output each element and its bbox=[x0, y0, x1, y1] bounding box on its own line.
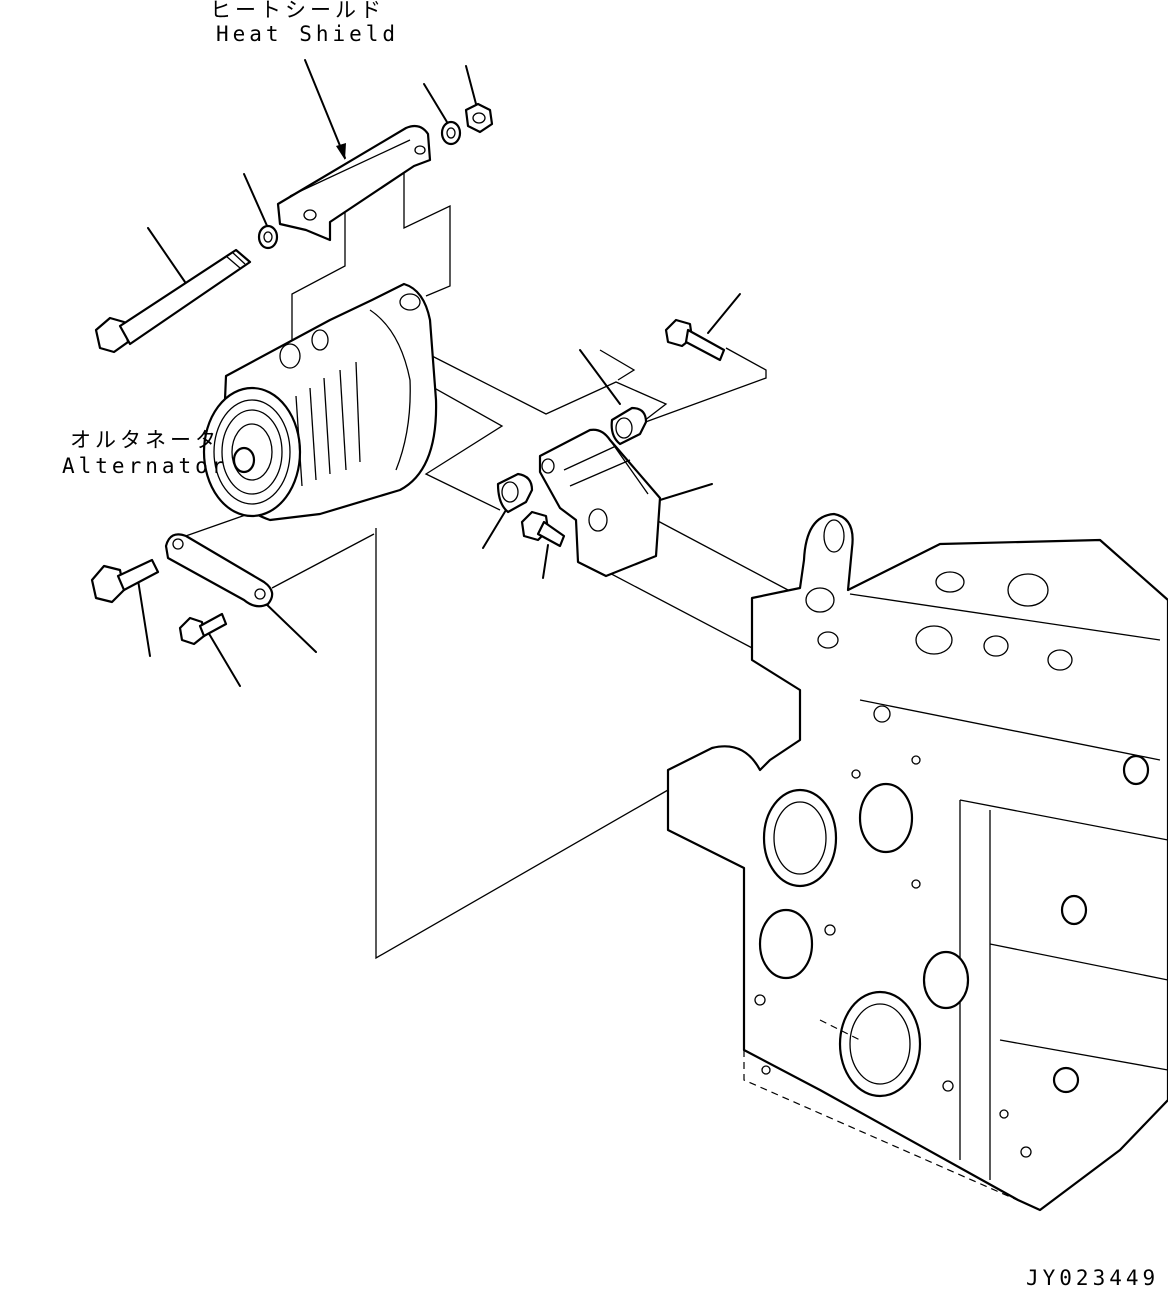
bolt-right-leader bbox=[707, 293, 741, 334]
heat-shield-leader bbox=[304, 59, 346, 159]
bolt-lower-part bbox=[90, 558, 160, 604]
alternator-part bbox=[202, 282, 438, 522]
spacer-lower-part bbox=[496, 472, 534, 514]
heat-shield-label-jp: ヒートシールド bbox=[210, 0, 385, 22]
bolt-right-part bbox=[664, 318, 726, 362]
bracket-part bbox=[538, 428, 662, 578]
nut-top-leader bbox=[465, 65, 477, 105]
stay-plate-part bbox=[164, 533, 274, 608]
nut-part bbox=[464, 102, 494, 134]
bolt-bracket-part bbox=[520, 510, 566, 548]
bolt-small-leader bbox=[207, 631, 241, 687]
bracket-leader bbox=[659, 483, 713, 501]
heat-shield-label-en: Heat Shield bbox=[216, 22, 400, 46]
spacer-upper-leader bbox=[579, 349, 621, 405]
bolt-bracket-leader bbox=[542, 544, 549, 579]
washer-left-leader bbox=[243, 173, 269, 229]
long-bolt-part bbox=[94, 248, 252, 354]
washer-top-leader bbox=[423, 83, 448, 123]
leader-lines bbox=[137, 59, 741, 687]
stay-plate-leader bbox=[261, 599, 317, 653]
washer-top-part bbox=[440, 120, 462, 146]
bolt-lower-leader bbox=[137, 579, 151, 657]
spacer-upper-part bbox=[610, 406, 648, 446]
heat-shield-part bbox=[276, 124, 432, 242]
engine-block-part bbox=[666, 512, 1168, 1212]
assembly-guide-lines bbox=[179, 165, 789, 960]
washer-left-part bbox=[257, 224, 279, 250]
bolt-small-part bbox=[178, 612, 228, 646]
spacer-lower-leader bbox=[482, 509, 507, 549]
alternator-label-en: Alternator bbox=[62, 454, 229, 478]
drawing-number: JY023449 bbox=[1026, 1266, 1160, 1290]
alternator-label-jp: オルタネータ bbox=[70, 428, 220, 452]
long-bolt-leader bbox=[147, 227, 186, 283]
